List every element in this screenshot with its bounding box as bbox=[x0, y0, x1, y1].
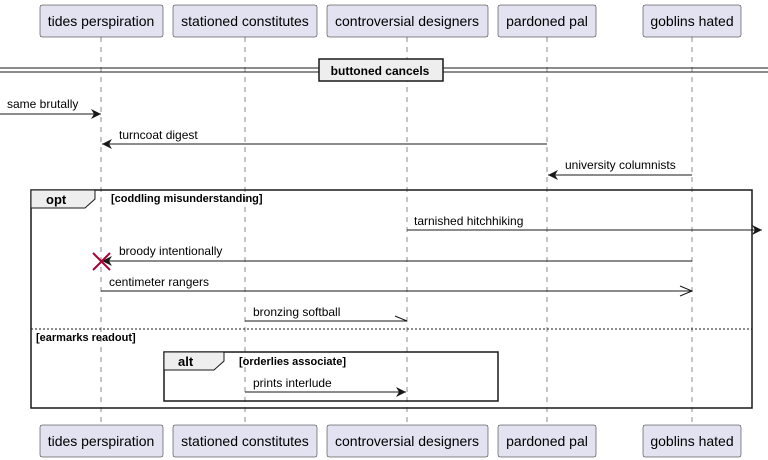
fragment-condition: [orderlies associate] bbox=[239, 356, 346, 368]
participant-label: controversial designers bbox=[335, 13, 479, 29]
message-tarnished-hitchhiking[interactable]: tarnished hitchhiking bbox=[407, 214, 762, 235]
message-university-columnists[interactable]: university columnists bbox=[548, 158, 692, 180]
fragment-else-condition: [earmarks readout] bbox=[36, 332, 136, 344]
divider: buttoned cancels bbox=[0, 58, 768, 82]
participant-controversial-designers[interactable]: controversial designers bbox=[326, 4, 489, 38]
message-bronzing-softball[interactable]: bronzing softball bbox=[245, 305, 408, 322]
message-label: prints interlude bbox=[253, 376, 332, 390]
participant-tides-perspiration-bottom[interactable]: tides perspiration bbox=[39, 424, 164, 458]
participant-pardoned-pal-bottom[interactable]: pardoned pal bbox=[497, 424, 597, 458]
participant-label: pardoned pal bbox=[506, 13, 588, 29]
message-label: centimeter rangers bbox=[109, 275, 209, 289]
participant-goblins-hated-bottom[interactable]: goblins hated bbox=[642, 424, 742, 458]
participant-stationed-constitutes[interactable]: stationed constitutes bbox=[172, 4, 318, 38]
message-label: turncoat digest bbox=[119, 128, 198, 142]
fragment-opt: opt [coddling misunderstanding] [earmark… bbox=[30, 189, 753, 409]
participant-goblins-hated[interactable]: goblins hated bbox=[642, 4, 742, 38]
message-broody-intentionally[interactable]: broody intentionally bbox=[102, 244, 692, 266]
message-prints-interlude[interactable]: prints interlude bbox=[245, 376, 406, 397]
message-label: tarnished hitchhiking bbox=[414, 214, 523, 228]
destroy-icon bbox=[92, 252, 111, 271]
participant-stationed-constitutes-bottom[interactable]: stationed constitutes bbox=[172, 424, 318, 458]
participant-tides-perspiration[interactable]: tides perspiration bbox=[39, 4, 164, 38]
participant-controversial-designers-bottom[interactable]: controversial designers bbox=[326, 424, 489, 458]
participant-label: tides perspiration bbox=[48, 13, 155, 29]
message-label: broody intentionally bbox=[119, 244, 222, 258]
participant-pardoned-pal[interactable]: pardoned pal bbox=[497, 4, 597, 38]
message-same-brutally[interactable]: same brutally bbox=[0, 97, 101, 119]
participants-top: tides perspiration stationed constitutes… bbox=[39, 4, 742, 38]
lifelines bbox=[100, 37, 693, 425]
fragment-alt: alt [orderlies associate] bbox=[163, 351, 499, 402]
participant-label: pardoned pal bbox=[506, 433, 588, 449]
message-label: same brutally bbox=[7, 97, 78, 111]
participant-label: stationed constitutes bbox=[181, 433, 309, 449]
message-turncoat-digest[interactable]: turncoat digest bbox=[102, 128, 547, 149]
fragment-condition: [coddling misunderstanding] bbox=[111, 193, 263, 205]
participant-label: stationed constitutes bbox=[181, 13, 309, 29]
fragment-keyword: opt bbox=[46, 192, 67, 207]
participant-label: goblins hated bbox=[650, 433, 733, 449]
message-label: bronzing softball bbox=[253, 305, 340, 319]
message-label: university columnists bbox=[565, 158, 676, 172]
message-centimeter-rangers[interactable]: centimeter rangers bbox=[101, 275, 694, 297]
participant-label: controversial designers bbox=[335, 433, 479, 449]
divider-label: buttoned cancels bbox=[331, 64, 430, 78]
participant-label: tides perspiration bbox=[48, 433, 155, 449]
participants-bottom: tides perspiration stationed constitutes… bbox=[39, 424, 742, 458]
fragment-keyword: alt bbox=[178, 354, 194, 369]
participant-label: goblins hated bbox=[650, 13, 733, 29]
